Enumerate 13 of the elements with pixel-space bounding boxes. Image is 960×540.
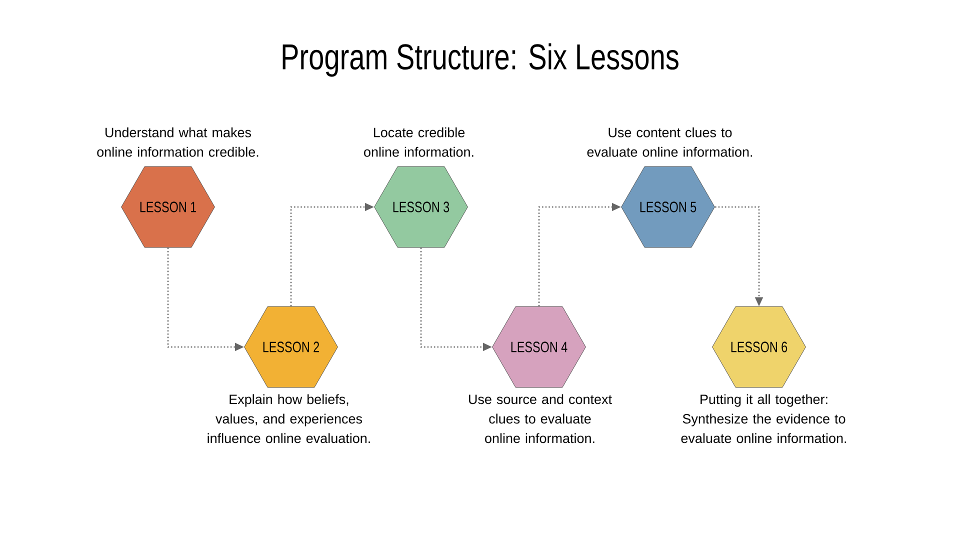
description-text: Putting it all together: Synthesize the evidence to evaluate online information. [681,394,846,444]
description-text: Use source and context clues to evaluate online information. [469,394,612,444]
lesson-hexagon: LESSON 3 [374,166,468,248]
description-text: Understand what makes online information credible. [97,127,258,157]
lesson-hexagon: LESSON 5 [621,166,715,248]
lesson-hexagon: LESSON 2 [244,306,338,388]
description-text: Use content clues to evaluate online information. [587,127,752,157]
lesson-hexagon: LESSON 4 [492,306,586,388]
description-text: Explain how beliefs, values, and experiences influence online evaluation. [208,394,370,444]
lesson-hexagon: LESSON 1 [121,166,215,248]
lesson-hexagon: LESSON 6 [712,306,806,388]
description-text: Locate credible online information. [364,127,474,157]
title: Program Structure: Six Lessons [282,43,678,77]
